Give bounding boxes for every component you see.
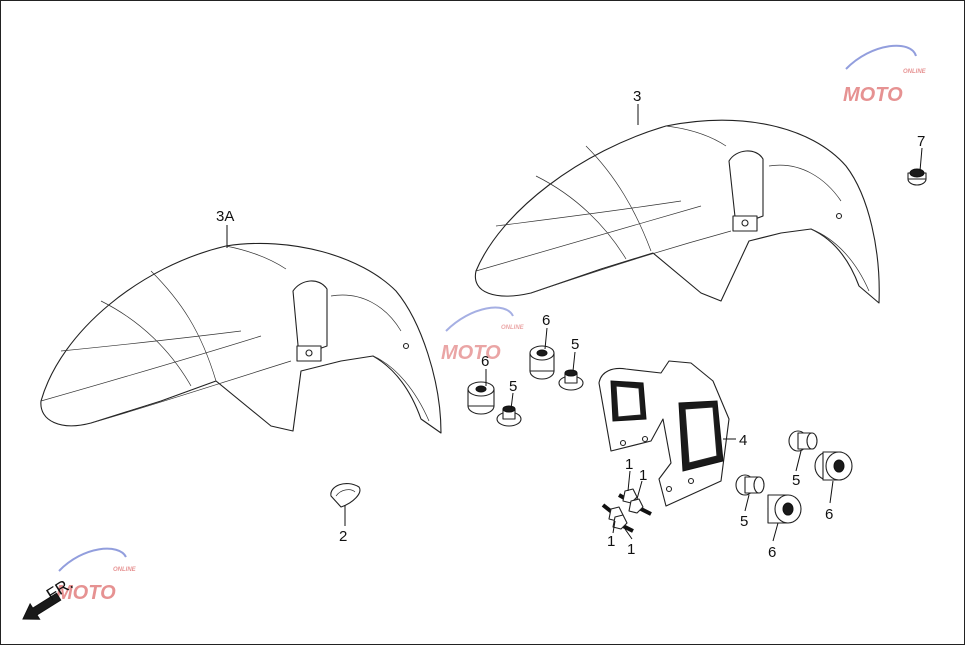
leader-lines xyxy=(226,104,923,542)
label-6-right-low: 6 xyxy=(768,544,776,561)
label-5-right-high: 5 xyxy=(792,472,800,489)
label-1-a: 1 xyxy=(625,456,633,473)
label-4: 4 xyxy=(739,432,747,449)
watermark-center: MOTO ONLINE xyxy=(441,306,525,364)
grommet-left xyxy=(467,381,495,415)
collar-right-low xyxy=(735,474,765,496)
grommet-right-low xyxy=(767,494,802,524)
label-6-mid: 6 xyxy=(542,312,550,329)
label-2: 2 xyxy=(339,528,347,545)
bolt-upper-right xyxy=(628,498,652,516)
grommet-right-high xyxy=(814,451,853,481)
label-7: 7 xyxy=(917,133,925,150)
label-6-left: 6 xyxy=(481,353,489,370)
label-3a: 3A xyxy=(216,208,234,225)
watermark-top-right: MOTO ONLINE xyxy=(843,44,927,106)
label-1-c: 1 xyxy=(607,533,615,550)
collar-right-high xyxy=(788,430,818,452)
grommet-mid xyxy=(529,345,555,380)
collar-left xyxy=(496,405,522,427)
front-fender-3a xyxy=(40,242,442,434)
clip-2 xyxy=(330,483,361,508)
front-fender-3 xyxy=(474,119,880,304)
label-1-d: 1 xyxy=(627,541,635,558)
arrow-left-icon xyxy=(22,592,62,620)
bolt-lower-right xyxy=(612,514,634,533)
svg-text:MOTO: MOTO xyxy=(56,582,116,604)
svg-text:ONLINE: ONLINE xyxy=(903,69,927,75)
label-5-mid: 5 xyxy=(571,336,579,353)
svg-text:ONLINE: ONLINE xyxy=(501,325,525,331)
label-5-left: 5 xyxy=(509,378,517,395)
watermark-bottom-left: MOTO ONLINE xyxy=(56,547,137,604)
svg-text:ONLINE: ONLINE xyxy=(113,567,137,573)
label-6-right-high: 6 xyxy=(825,506,833,523)
collar-mid xyxy=(558,369,584,391)
fender-bracket-4 xyxy=(598,360,730,507)
svg-text:MOTO: MOTO xyxy=(843,84,903,106)
cap-7 xyxy=(907,168,927,186)
label-1-b: 1 xyxy=(639,467,647,484)
label-5-right-low: 5 xyxy=(740,513,748,530)
label-3: 3 xyxy=(633,88,641,105)
svg-text:MOTO: MOTO xyxy=(441,342,501,364)
